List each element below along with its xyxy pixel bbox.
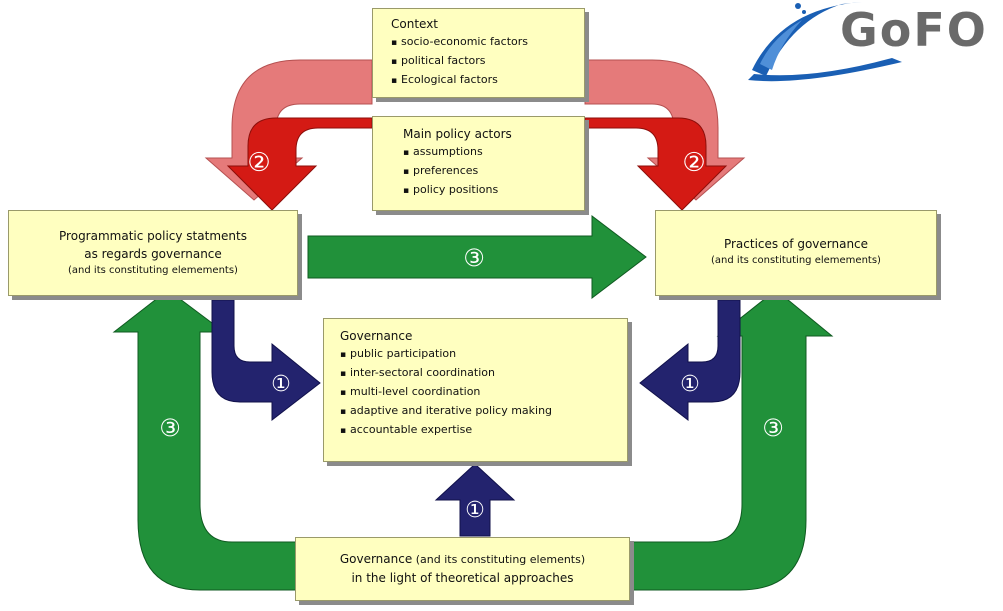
theory-line1-rest: (and its constituting elements)	[412, 553, 586, 566]
red-arrow-left	[226, 117, 373, 211]
theoretical-approaches-box: Governance (and its constituting element…	[295, 537, 630, 601]
marker-two-left: ②	[247, 148, 270, 178]
theory-line1: Governance (and its constituting element…	[302, 550, 623, 569]
actors-item: preferences	[403, 162, 584, 181]
logo-text: GoFO	[840, 3, 988, 57]
actors-title: Main policy actors	[403, 127, 512, 141]
gofor-logo: GoFO	[742, 0, 1003, 86]
marker-one-right: ①	[680, 372, 700, 397]
navy-arrow-up	[434, 463, 516, 537]
governance-item: adaptive and iterative policy making	[340, 402, 627, 421]
main-policy-actors-box: Main policy actors assumptions preferenc…	[372, 116, 585, 211]
practices-of-governance-box: Practices of governance (and its constit…	[655, 210, 937, 296]
practices-line1: Practices of governance	[723, 237, 869, 251]
practices-line2: (and its constituting elemements)	[711, 255, 881, 266]
marker-three-right: ③	[762, 414, 784, 442]
context-list: socio-economic factors political factors…	[391, 33, 584, 90]
programmatic-line2: as regards governance	[84, 247, 222, 261]
governance-item: public participation	[340, 345, 627, 364]
governance-title: Governance	[340, 329, 413, 343]
governance-item: multi-level coordination	[340, 383, 627, 402]
programmatic-line3: (and its constituting elemements)	[68, 265, 238, 276]
context-box: Context socio-economic factors political…	[372, 8, 585, 98]
governance-item: inter-sectoral coordination	[340, 364, 627, 383]
marker-three-left: ③	[159, 414, 181, 442]
actors-list: assumptions preferences policy positions	[403, 143, 584, 200]
context-title: Context	[391, 17, 439, 31]
marker-two-right: ②	[682, 148, 705, 178]
theory-line1-strong: Governance	[339, 552, 413, 566]
green-arrow-horizontal	[307, 214, 647, 300]
governance-list: public participation inter-sectoral coor…	[340, 345, 627, 440]
programmatic-line1: Programmatic policy statments	[59, 229, 247, 243]
marker-three-horizontal: ③	[463, 244, 485, 272]
context-item: political factors	[391, 52, 584, 71]
governance-box: Governance public participation inter-se…	[323, 318, 628, 462]
navy-arrow-left	[211, 299, 321, 422]
context-item: socio-economic factors	[391, 33, 584, 52]
theory-line2: in the light of theoretical approaches	[351, 571, 574, 585]
logo-swoosh-icon	[748, 2, 902, 82]
green-arrow-left-loop	[112, 289, 297, 591]
red-arrow-right	[584, 117, 728, 211]
actors-item: policy positions	[403, 181, 584, 200]
marker-one-bottom: ①	[465, 498, 485, 523]
programmatic-policy-box: Programmatic policy statments as regards…	[8, 210, 298, 296]
context-item: Ecological factors	[391, 71, 584, 90]
navy-arrow-right	[639, 299, 741, 422]
green-arrow-right-loop	[628, 289, 834, 591]
actors-item: assumptions	[403, 143, 584, 162]
marker-one-left: ①	[271, 372, 291, 397]
governance-item: accountable expertise	[340, 421, 627, 440]
